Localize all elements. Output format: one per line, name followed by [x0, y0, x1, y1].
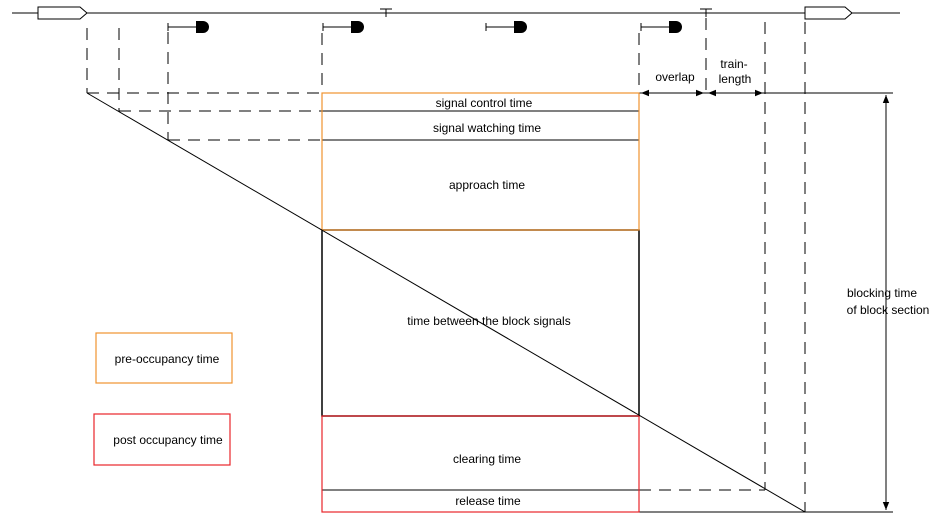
legend-pre-occupancy: pre-occupancy time: [95, 332, 233, 384]
train-length-label-line1: train-: [720, 57, 747, 71]
clearing-time-label: clearing time: [453, 452, 521, 466]
train-path-line: [86, 92, 806, 513]
signal-head-icon: [640, 21, 682, 33]
signal-head-icon: [167, 21, 209, 33]
blocking-time-label-line2: of block section: [847, 303, 930, 317]
post-occupancy-box: [321, 415, 640, 513]
signal-head-icon: [485, 21, 527, 33]
time-between-signals-label: time between the block signals: [407, 314, 570, 328]
dashed-guides: [86, 18, 806, 512]
pre-occupancy-box: [321, 92, 640, 231]
signal-watching-time-label: signal watching time: [433, 121, 541, 135]
train-length-label-line2: length: [719, 72, 752, 86]
release-time-label: release time: [455, 494, 521, 508]
legend-post-occupancy: post occupancy time: [93, 413, 231, 466]
tee-marker-icon: [700, 8, 712, 17]
signal-head-icon: [322, 21, 364, 33]
time-rules: [322, 92, 893, 513]
legend-post-occupancy-label: post occupancy time: [113, 433, 223, 447]
blocking-time-label-line1: blocking time: [847, 286, 917, 300]
tee-marker-icon: [380, 8, 392, 17]
signal-control-time-label: signal control time: [436, 96, 533, 110]
track-marker-left-icon: [37, 6, 88, 20]
legend-pre-occupancy-label: pre-occupancy time: [115, 352, 220, 366]
approach-time-label: approach time: [449, 178, 525, 192]
overlap-label: overlap: [655, 70, 695, 84]
track-marker-right-icon: [804, 6, 853, 20]
